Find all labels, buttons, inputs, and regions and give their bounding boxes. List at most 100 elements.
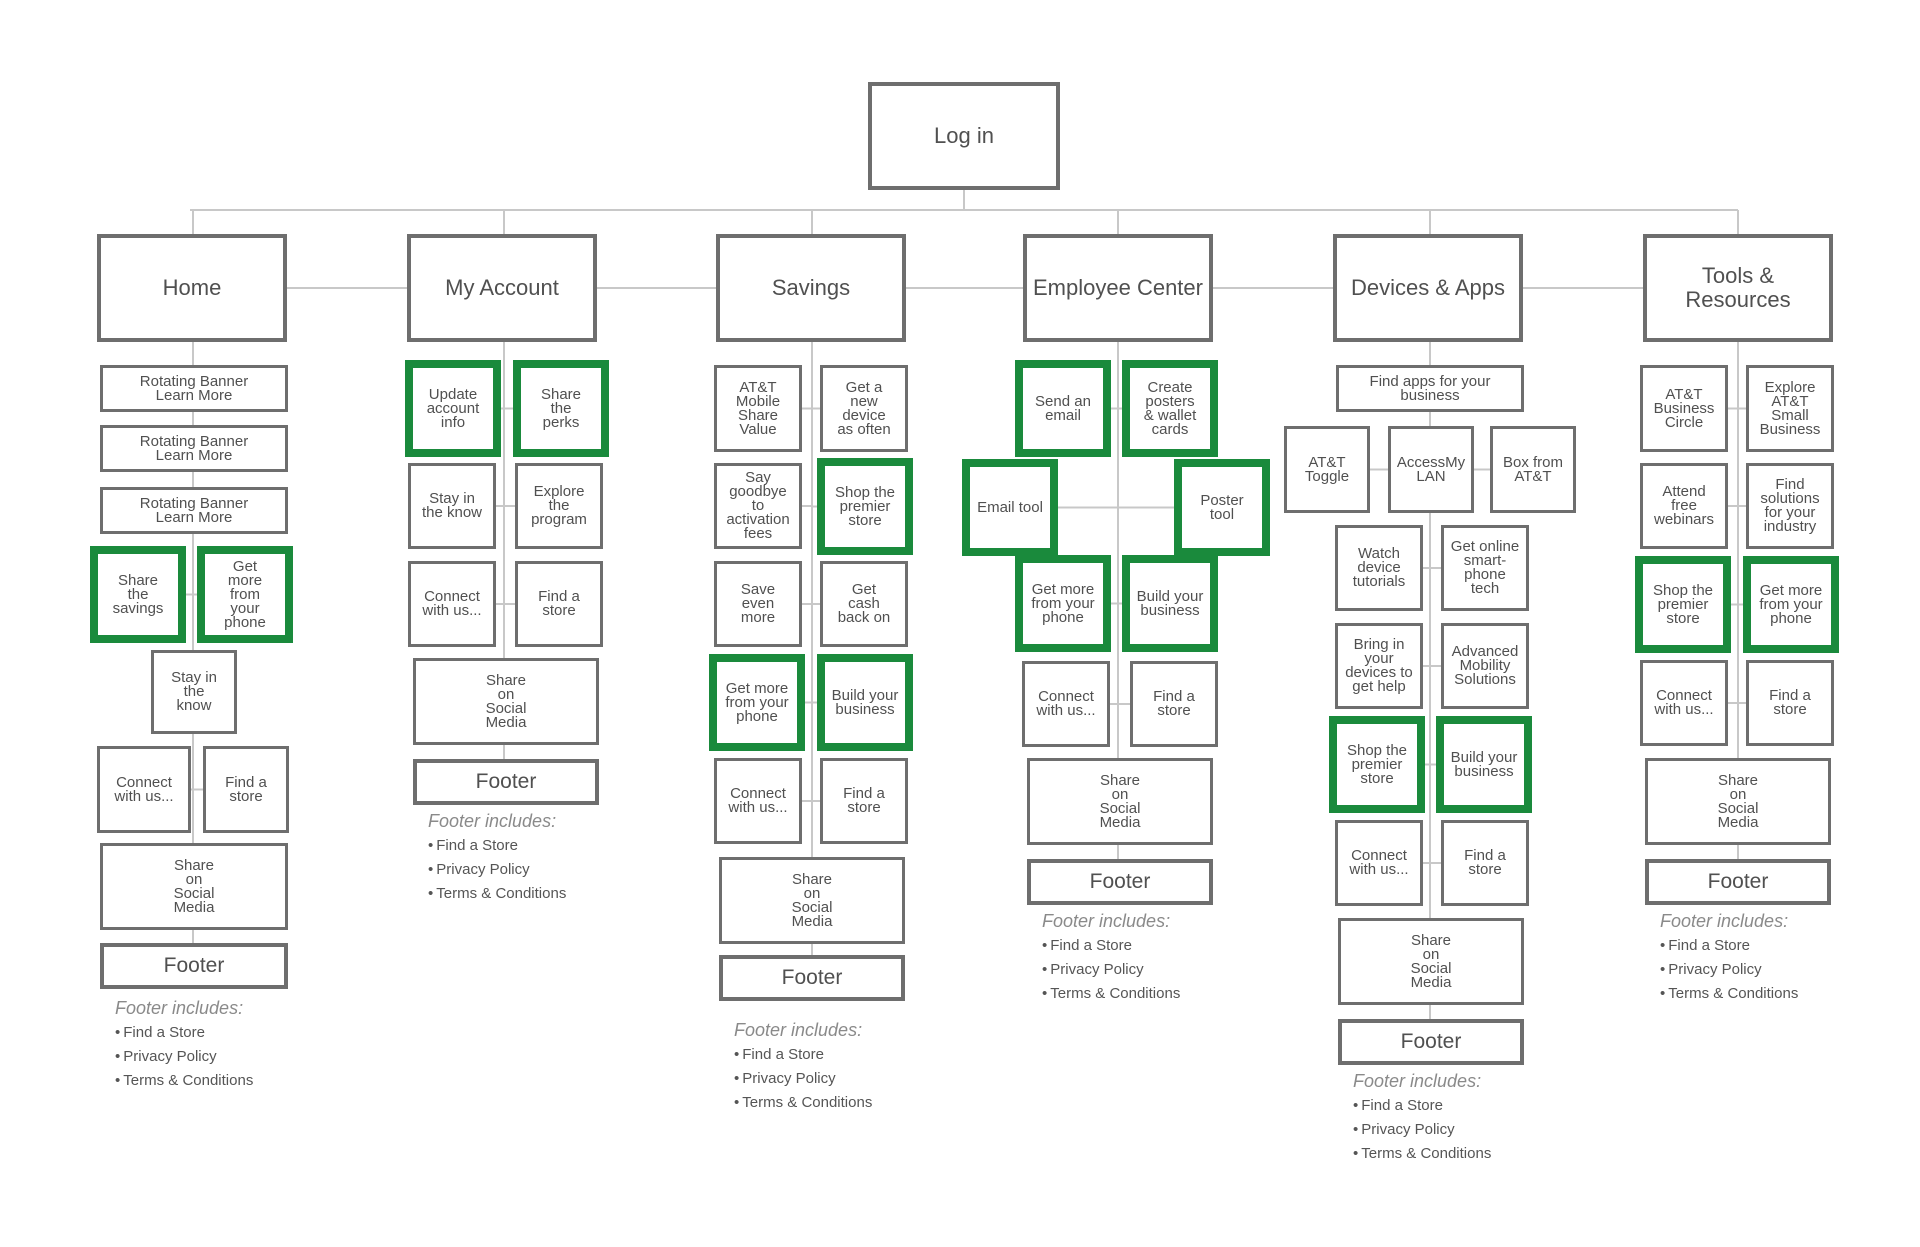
footer-home: Footer <box>100 943 288 989</box>
footer-note-text: Privacy Policy <box>1361 1121 1455 1138</box>
footer-notes-savings: Footer includes: Find a StorePrivacy Poli… <box>734 1017 872 1115</box>
footer-notes-title: Footer includes: <box>734 1020 863 1040</box>
footer-note-text: Terms & Conditions <box>1050 985 1181 1002</box>
footer-note-text: Privacy Policy <box>436 861 530 878</box>
node-devices-apps-6: Bring in your devices to get help <box>1335 623 1423 709</box>
node-devices-apps-5: Get online smart- phone tech <box>1441 525 1529 611</box>
node-savings-7: Build your business <box>817 654 913 751</box>
node-my-account-1: Share the perks <box>513 360 609 457</box>
node-employee-center-5: Build your business <box>1122 555 1218 652</box>
footer-note-text: Find a Store <box>742 1046 824 1063</box>
footer-note-item: Find a Store <box>734 1043 872 1067</box>
footer-note-text: Find a Store <box>1050 937 1132 954</box>
node-tools-resources-3: Find solutions for your industry <box>1746 463 1834 549</box>
node-savings-10: Share on Social Media <box>719 857 905 944</box>
footer-note-text: Find a Store <box>123 1024 205 1041</box>
footer-note-item: Privacy Policy <box>734 1067 872 1091</box>
node-my-account-5: Find a store <box>515 561 603 647</box>
footer-note-text: Find a Store <box>1668 937 1750 954</box>
footer-notes-title: Footer includes: <box>1353 1071 1482 1091</box>
node-my-account-6: Share on Social Media <box>413 658 599 745</box>
footer-note-text: Terms & Conditions <box>436 885 567 902</box>
node-tools-resources-2: Attend free webinars <box>1640 463 1728 549</box>
footer-note-text: Find a Store <box>436 837 518 854</box>
node-home-2: Rotating Banner Learn More <box>100 487 288 534</box>
node-tools-resources-0: AT&T Business Circle <box>1640 365 1728 452</box>
node-my-account-0: Update account info <box>405 360 501 457</box>
footer-note-item: Privacy Policy <box>1660 958 1798 982</box>
node-tools-resources-7: Find a store <box>1746 660 1834 746</box>
footer-notes-title: Footer includes: <box>115 998 244 1018</box>
node-devices-apps-7: Advanced Mobility Solutions <box>1441 623 1529 709</box>
node-home-6: Connect with us... <box>97 746 191 833</box>
footer-savings: Footer <box>719 955 905 1001</box>
node-tools-resources-6: Connect with us... <box>1640 660 1728 746</box>
footer-note-item: Find a Store <box>1042 934 1180 958</box>
footer-note-item: Terms & Conditions <box>1660 982 1798 1006</box>
footer-note-item: Privacy Policy <box>115 1045 253 1069</box>
node-my-account-2: Stay in the know <box>408 463 496 549</box>
footer-note-text: Privacy Policy <box>1050 961 1144 978</box>
header-savings: Savings <box>716 234 906 342</box>
footer-employee-center: Footer <box>1027 859 1213 905</box>
node-employee-center-2: Email tool <box>962 459 1058 556</box>
footer-note-text: Terms & Conditions <box>123 1072 254 1089</box>
node-home-4: Get more from your phone <box>197 546 293 643</box>
node-savings-4: Save even more <box>714 561 802 647</box>
footer-note-item: Terms & Conditions <box>1042 982 1180 1006</box>
node-devices-apps-11: Find a store <box>1441 820 1529 906</box>
node-savings-3: Shop the premier store <box>817 458 913 555</box>
node-devices-apps-3: Box from AT&T <box>1490 426 1576 513</box>
footer-note-item: Find a Store <box>1660 934 1798 958</box>
footer-note-item: Terms & Conditions <box>734 1091 872 1115</box>
node-savings-1: Get a new device as often <box>820 365 908 452</box>
footer-my-account: Footer <box>413 759 599 805</box>
footer-note-item: Privacy Policy <box>1353 1118 1491 1142</box>
header-tools-resources: Tools & Resources <box>1643 234 1833 342</box>
header-home: Home <box>97 234 287 342</box>
node-savings-5: Get cash back on <box>820 561 908 647</box>
node-home-3: Share the savings <box>90 546 186 643</box>
footer-note-text: Privacy Policy <box>123 1048 217 1065</box>
node-devices-apps-1: AT&T Toggle <box>1284 426 1370 513</box>
node-devices-apps-2: AccessMy LAN <box>1388 426 1474 513</box>
node-devices-apps-10: Connect with us... <box>1335 820 1423 906</box>
node-employee-center-0: Send an email <box>1015 360 1111 457</box>
node-savings-0: AT&T Mobile Share Value <box>714 365 802 452</box>
node-employee-center-6: Connect with us... <box>1022 661 1110 747</box>
footer-devices-apps: Footer <box>1338 1019 1524 1065</box>
node-tools-resources-5: Get more from your phone <box>1743 556 1839 653</box>
login-box: Log in <box>868 82 1060 190</box>
node-employee-center-1: Create posters & wallet cards <box>1122 360 1218 457</box>
node-employee-center-7: Find a store <box>1130 661 1218 747</box>
footer-note-item: Find a Store <box>1353 1094 1491 1118</box>
footer-note-item: Privacy Policy <box>1042 958 1180 982</box>
footer-note-text: Privacy Policy <box>1668 961 1762 978</box>
node-savings-2: Say goodbye to activation fees <box>714 463 802 549</box>
footer-notes-title: Footer includes: <box>428 811 557 831</box>
node-my-account-4: Connect with us... <box>408 561 496 647</box>
footer-note-text: Find a Store <box>1361 1097 1443 1114</box>
footer-note-text: Terms & Conditions <box>1361 1145 1492 1162</box>
footer-notes-my-account: Footer includes: Find a StorePrivacy Poli… <box>428 808 566 906</box>
footer-note-text: Terms & Conditions <box>1668 985 1799 1002</box>
node-home-5: Stay in the know <box>151 650 237 734</box>
node-devices-apps-0: Find apps for your business <box>1336 365 1524 412</box>
node-tools-resources-4: Shop the premier store <box>1635 556 1731 653</box>
footer-note-item: Terms & Conditions <box>1353 1142 1491 1166</box>
node-savings-8: Connect with us... <box>714 758 802 844</box>
node-devices-apps-9: Build your business <box>1436 716 1532 813</box>
node-employee-center-3: Poster tool <box>1174 459 1270 556</box>
node-savings-6: Get more from your phone <box>709 654 805 751</box>
footer-notes-devices-apps: Footer includes: Find a StorePrivacy Poli… <box>1353 1068 1491 1166</box>
footer-notes-title: Footer includes: <box>1042 911 1171 931</box>
footer-note-item: Privacy Policy <box>428 858 566 882</box>
node-devices-apps-12: Share on Social Media <box>1338 918 1524 1005</box>
node-home-1: Rotating Banner Learn More <box>100 425 288 472</box>
node-savings-9: Find a store <box>820 758 908 844</box>
node-home-7: Find a store <box>203 746 289 833</box>
footer-note-text: Terms & Conditions <box>742 1094 873 1111</box>
node-tools-resources-8: Share on Social Media <box>1645 758 1831 845</box>
node-devices-apps-8: Shop the premier store <box>1329 716 1425 813</box>
